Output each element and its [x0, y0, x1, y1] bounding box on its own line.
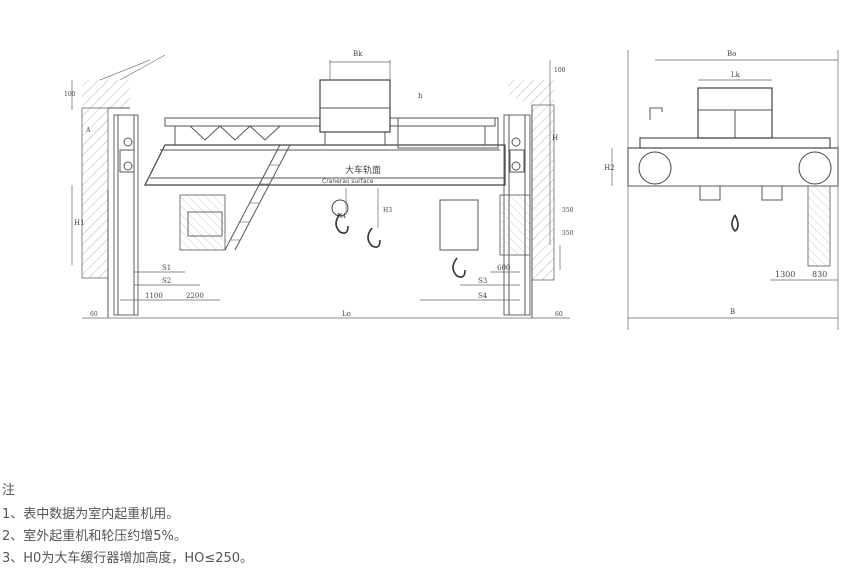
dim-bo: Bo — [727, 50, 736, 58]
dim-1300: 1300 — [775, 270, 795, 279]
dim-600: 600 — [497, 264, 510, 272]
side-view: Bo Lk H2 B 1300 830 — [604, 50, 839, 330]
note-item-3: 3、H0为大车缓行器增加高度，HO≤250。 — [2, 551, 254, 566]
dim-lk: Lk — [731, 71, 741, 79]
dim-100-left: 100 — [64, 91, 76, 98]
dim-h: H — [552, 134, 558, 142]
dim-60-right: 60 — [555, 311, 563, 318]
dim-h4: H4 — [337, 213, 346, 220]
notes-heading: 注 — [2, 483, 16, 498]
hook-aux — [367, 227, 381, 248]
bridge-girder — [144, 144, 506, 186]
wheel-right — [798, 151, 832, 185]
crane-drawing: 大车轨面 Craneraii surface — [64, 50, 839, 330]
dim-1100: 1100 — [145, 292, 163, 300]
dim-s3: S3 — [478, 277, 487, 285]
rail-label-cn: 大车轨面 — [345, 164, 381, 176]
cab-left — [179, 194, 226, 251]
hook-main — [335, 213, 349, 234]
dim-350: 350 — [562, 207, 574, 214]
dim-830: 830 — [812, 270, 827, 279]
dim-350b: 350 — [562, 230, 574, 237]
dim-h-small: h — [418, 92, 423, 100]
rail-label-en: Craneraii surface — [322, 178, 374, 185]
dim-h2: H2 — [604, 164, 615, 172]
crane-drawing-svg: 大车轨面 Craneraii surface — [64, 50, 839, 330]
dim-2200: 2200 — [186, 292, 204, 300]
dim-h3: H3 — [383, 207, 392, 214]
dim-a: A — [85, 127, 91, 134]
right-wall — [531, 104, 555, 281]
dim-b: B — [730, 308, 735, 316]
trolley-front — [319, 79, 391, 133]
front-view: 大车轨面 Craneraii surface — [64, 50, 574, 319]
dim-s2: S2 — [162, 277, 171, 285]
dim-100-right: 100 — [554, 67, 566, 74]
note-item-1: 1、表中数据为室内起重机用。 — [2, 507, 180, 522]
dim-s4: S4 — [478, 292, 488, 300]
dim-s1: S1 — [162, 264, 171, 272]
dim-h1: H1 — [74, 219, 85, 227]
note-item-2: 2、室外起重机和轮压约增5%。 — [2, 529, 187, 544]
dim-bk: Bk — [353, 50, 363, 58]
dim-60-left: 60 — [90, 311, 98, 318]
left-wall — [81, 107, 109, 279]
dim-lo: Lo — [342, 310, 351, 318]
wheel-left — [638, 151, 672, 185]
notes-section: 注 1、表中数据为室内起重机用。 2、室外起重机和轮压约增5%。 3、H0为大车… — [2, 480, 253, 570]
